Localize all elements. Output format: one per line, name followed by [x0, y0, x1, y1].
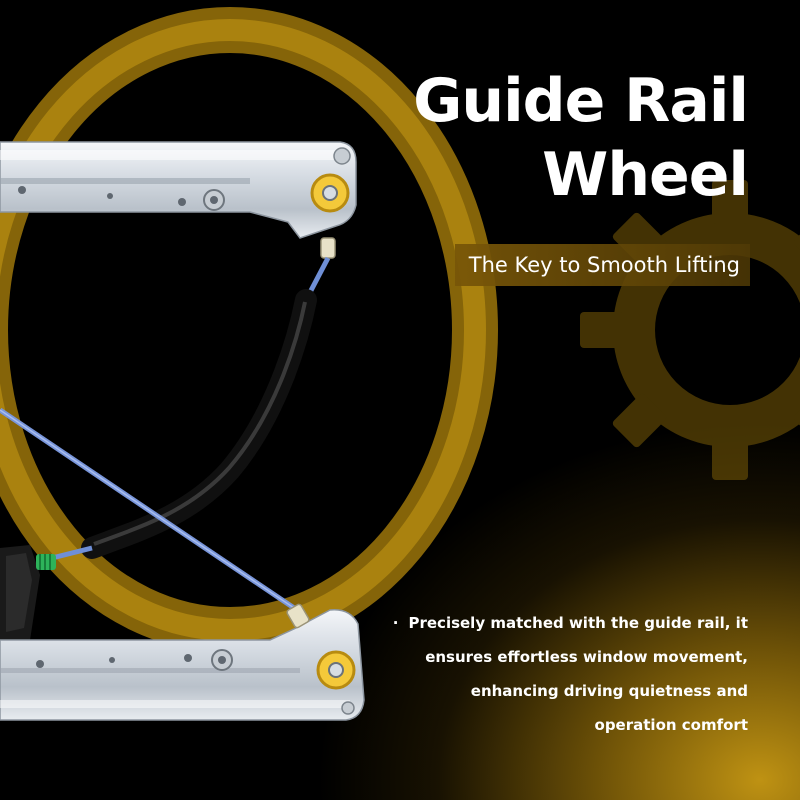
bottom-cable-connector: [286, 603, 310, 629]
circle-ring-decoration-icon: [0, 7, 498, 653]
feature-description: · Precisely matched with the guide rail, …: [368, 606, 748, 742]
feature-line-1: · Precisely matched with the guide rail, …: [368, 606, 748, 640]
black-cable-sheath: [81, 289, 317, 559]
gear-icon: [580, 180, 800, 480]
top-guide-rail: [0, 141, 357, 239]
top-guide-wheel: [310, 173, 350, 213]
subheadline-banner: The Key to Smooth Lifting: [454, 244, 750, 286]
motor-blue-cable: [51, 545, 93, 561]
bottom-guide-rail: [0, 609, 365, 721]
headline-line-1: Guide Rail: [413, 66, 749, 136]
headline-line-2: Wheel: [542, 140, 749, 210]
green-spring: [36, 554, 56, 570]
feature-line-1-text: Precisely matched with the guide rail, i…: [408, 614, 748, 632]
bullet-icon: ·: [392, 614, 399, 632]
motor-housing: [0, 545, 40, 646]
headline: Guide Rail Wheel: [328, 64, 749, 212]
feature-line-3: enhancing driving quietness and: [470, 682, 748, 700]
bottom-guide-wheel: [316, 650, 356, 690]
feature-line-4: operation comfort: [594, 716, 748, 734]
feature-line-2: ensures effortless window movement,: [425, 648, 748, 666]
top-cable-connector: [320, 237, 336, 259]
black-cable-highlight: [93, 301, 307, 546]
diagonal-cable-highlight: [0, 409, 301, 613]
